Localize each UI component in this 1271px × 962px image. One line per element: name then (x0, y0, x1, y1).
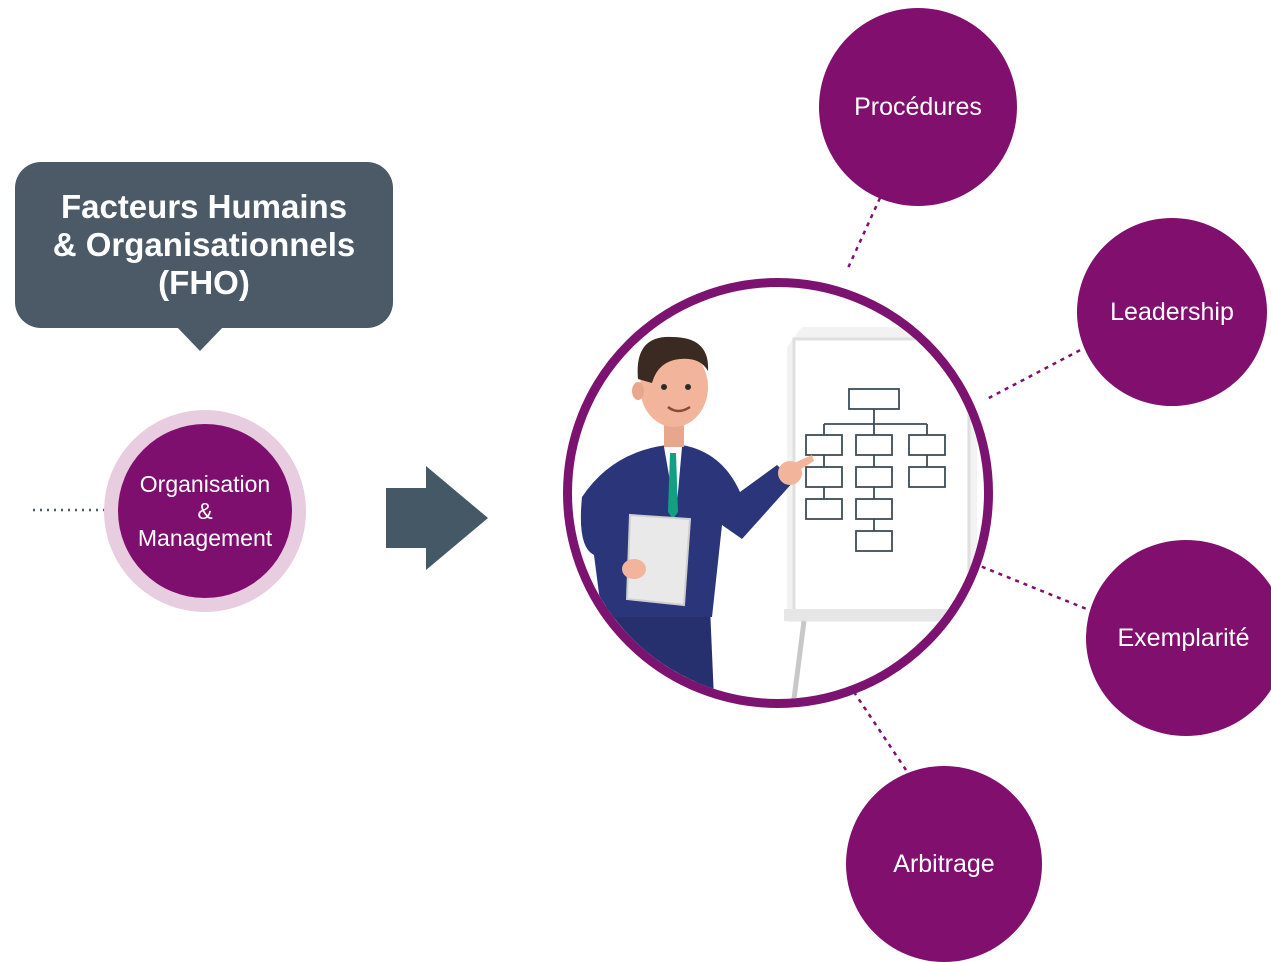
callout-line-2: & Organisationnels (52, 226, 356, 263)
presenter-figure (580, 336, 814, 699)
callout-line-1: Facteurs Humains (60, 188, 348, 225)
link-arbitrage (848, 685, 908, 771)
node-procedures: Procédures (819, 8, 1017, 206)
origin-node: Organisation & Management (118, 424, 292, 598)
fho-callout: Facteurs Humains & Organisationnels (FHO… (15, 162, 393, 328)
link-exemplarite (979, 564, 1095, 614)
presenter-illustration (563, 278, 993, 708)
flipchart (784, 327, 979, 699)
link-procedures (846, 197, 882, 269)
origin-line-2: & (197, 497, 213, 524)
node-arbitrage: Arbitrage (846, 766, 1042, 962)
callout-line-3: (FHO) (158, 264, 250, 301)
node-exemplarite-label: Exemplarité (1117, 623, 1250, 652)
node-exemplarite: Exemplarité (1086, 540, 1271, 736)
node-procedures-label: Procédures (854, 92, 982, 121)
link-leadership (984, 344, 1089, 402)
node-leadership-label: Leadership (1110, 297, 1234, 326)
node-leadership: Leadership (1077, 218, 1267, 406)
node-arbitrage-label: Arbitrage (893, 849, 995, 878)
right-arrow-icon (386, 466, 488, 570)
callout-tail (176, 326, 224, 351)
origin-line-1: Organisation (139, 470, 271, 497)
origin-line-3: Management (137, 524, 273, 551)
